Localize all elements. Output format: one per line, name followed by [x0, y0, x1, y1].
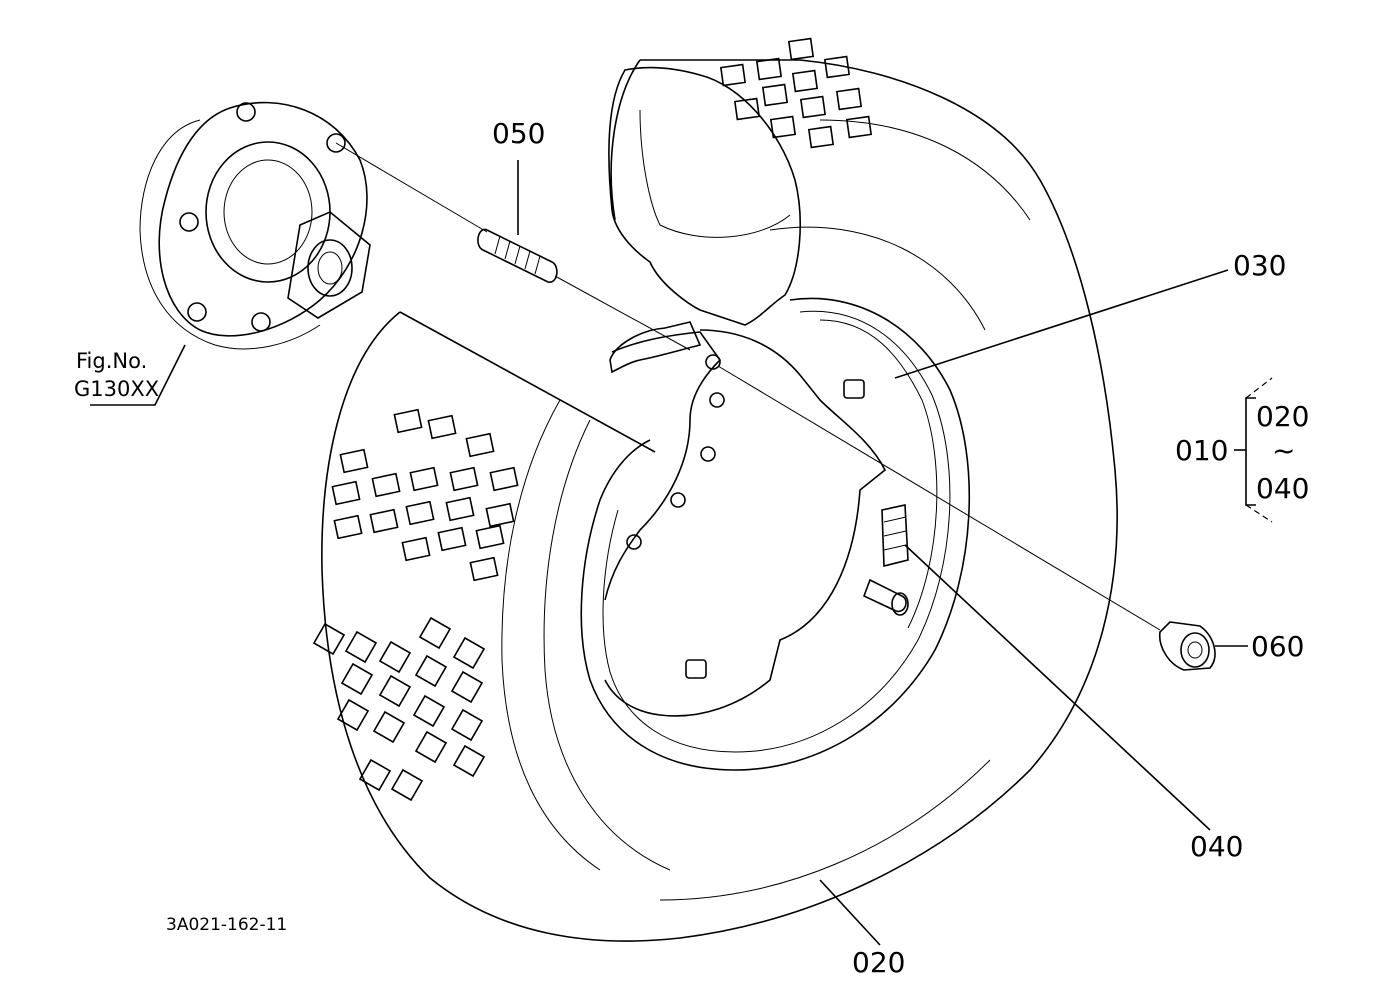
wheel-nut-060: [1159, 621, 1216, 671]
leader-020: [819, 879, 881, 946]
tyre-020: [312, 37, 1118, 942]
assembly-range-symbol: ~: [1272, 434, 1295, 467]
assembly-range-start: 020: [1256, 400, 1309, 433]
alignment-line-nut: [717, 365, 1161, 631]
leader-fig-ref: [90, 344, 186, 406]
figure-reference-label: Fig.No.: [76, 349, 147, 373]
drawing-number: 3A021-162-11: [166, 915, 287, 935]
callout-060: 060: [1251, 630, 1304, 663]
figure-reference-number: G130XX: [74, 377, 159, 401]
hub-assembly: [139, 101, 371, 350]
leader-030: [894, 269, 1229, 379]
stud-050: [477, 228, 558, 283]
alignment-line-stud-rim: [554, 275, 691, 351]
tread-pattern-lower: [312, 408, 519, 802]
valve-040: [862, 504, 909, 616]
alignment-line-stud: [335, 142, 488, 233]
tread-pattern-upper: [719, 37, 873, 149]
callout-020: 020: [852, 946, 905, 979]
callout-050: 050: [492, 117, 545, 150]
callout-030: 030: [1233, 249, 1286, 282]
assembly-parent-number: 010: [1175, 434, 1228, 467]
leader-040: [904, 544, 1211, 831]
assembly-bracket: [1234, 377, 1273, 523]
assembly-range-end: 040: [1256, 472, 1309, 505]
callout-040: 040: [1190, 830, 1243, 863]
wheel-rim-030: [580, 297, 971, 771]
